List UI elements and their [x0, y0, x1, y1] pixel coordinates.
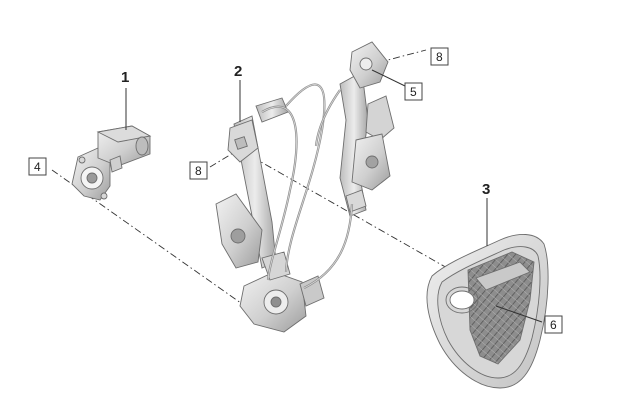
reference-box-6: 6 [544, 315, 563, 334]
window-motor-part [71, 125, 152, 201]
callout-leaders [125, 69, 543, 323]
axis-mid-ref-8 [209, 149, 239, 168]
reference-label-4: 4 [34, 160, 41, 174]
leader-5 [371, 69, 406, 87]
window-regulator-part [215, 41, 395, 333]
reference-box-8-top: 8 [430, 47, 449, 66]
reference-box-8-mid: 8 [189, 161, 208, 180]
callout-part-3: 3 [482, 181, 490, 198]
reference-label-5: 5 [410, 85, 417, 99]
reference-label-6: 6 [550, 318, 557, 332]
reference-label-8-top: 8 [436, 50, 443, 64]
door-cover-panel-part [426, 234, 549, 389]
reference-box-5: 5 [404, 82, 423, 101]
callout-part-2: 2 [234, 63, 242, 80]
reference-label-8-mid: 8 [195, 164, 202, 178]
callout-part-1: 1 [121, 69, 129, 86]
leader-6 [495, 305, 543, 323]
reference-box-4: 4 [28, 157, 47, 176]
